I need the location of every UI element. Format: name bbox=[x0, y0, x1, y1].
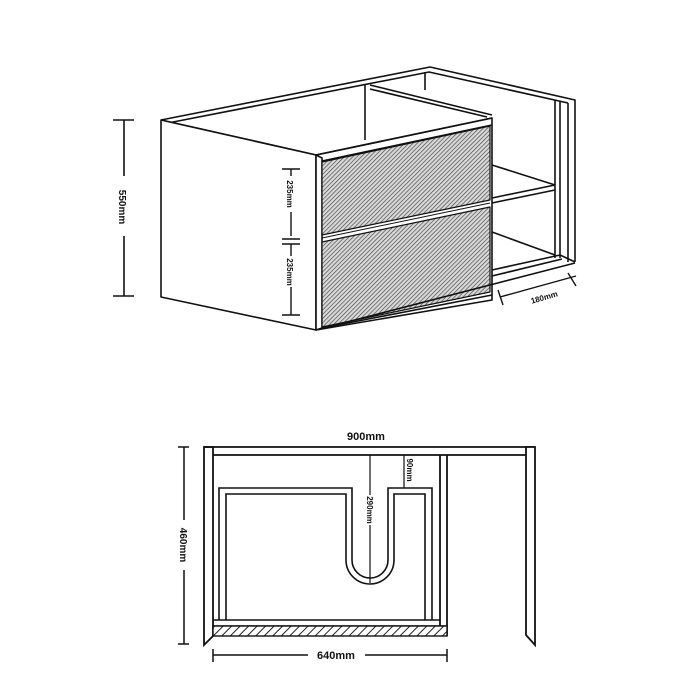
height-label: 550mm bbox=[116, 190, 127, 225]
depth-dimension bbox=[178, 446, 189, 645]
notch-offset-label: 90mm bbox=[405, 458, 414, 481]
top-rail bbox=[204, 446, 535, 456]
plan-view bbox=[178, 446, 536, 662]
drawer-width-dimension bbox=[212, 649, 448, 662]
upper-drawer-front[interactable] bbox=[321, 125, 491, 236]
open-shelf-section bbox=[491, 100, 569, 262]
right-panel bbox=[525, 446, 536, 648]
drawer-box bbox=[213, 487, 447, 627]
notch-dimensions bbox=[369, 455, 405, 583]
partition-top-edge bbox=[369, 84, 493, 116]
width-label: 900mm bbox=[347, 431, 385, 443]
depth-label: 460mm bbox=[177, 528, 188, 563]
drawer-height-dimensions bbox=[282, 168, 300, 316]
base-hatch bbox=[212, 625, 448, 637]
left-panel bbox=[203, 446, 214, 648]
perspective-view bbox=[113, 66, 577, 331]
height-dimension bbox=[113, 119, 134, 297]
shelf-depth-dimension bbox=[497, 272, 577, 306]
left-side-panel bbox=[160, 119, 317, 331]
lower-drawer-label: 235mm bbox=[285, 258, 294, 286]
shelf-depth-label: 180mm bbox=[530, 289, 559, 305]
lower-drawer-front[interactable] bbox=[321, 206, 491, 328]
drawer-width-label: 640mm bbox=[317, 650, 355, 662]
divider-panel bbox=[439, 455, 448, 636]
notch-depth-label: 290mm bbox=[365, 496, 374, 524]
upper-drawer-label: 235mm bbox=[285, 180, 294, 208]
